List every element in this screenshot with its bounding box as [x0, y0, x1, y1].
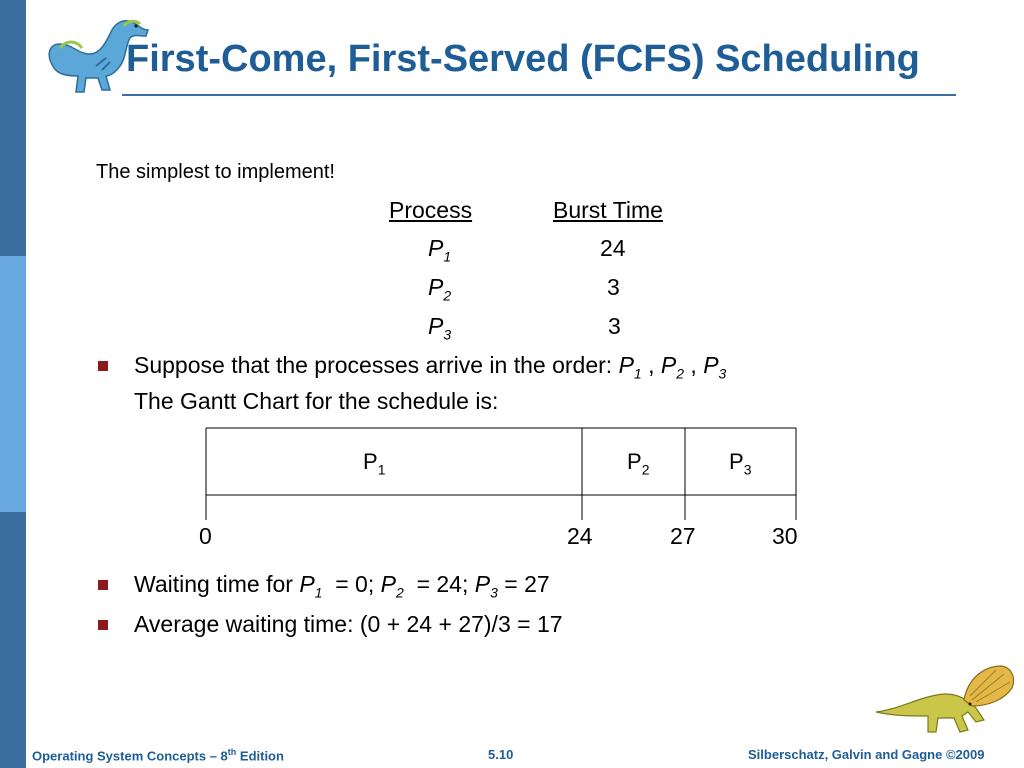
- gantt-block-label: P3: [729, 449, 752, 478]
- title-underline: [122, 94, 956, 96]
- intro-text: The simplest to implement!: [96, 161, 335, 183]
- gantt-time-tick: 0: [199, 523, 212, 549]
- gantt-time-tick: 24: [567, 523, 593, 549]
- average-waiting-time-text: Average waiting time: (0 + 24 + 27)/3 = …: [134, 611, 563, 637]
- footer-copyright: Silberschatz, Galvin and Gagne ©2009: [748, 747, 985, 762]
- process-name: P2: [428, 274, 452, 304]
- process-name: P1: [428, 235, 452, 265]
- dinosaur-frill-icon: [875, 665, 1015, 733]
- gantt-time-tick: 27: [670, 523, 696, 549]
- side-bar-highlight: [0, 256, 26, 512]
- burst-time-value: 24: [600, 235, 626, 261]
- bullet-marker: [98, 361, 108, 371]
- burst-time-column-header: Burst Time: [553, 197, 663, 223]
- gantt-time-tick: 30: [772, 523, 798, 549]
- process-column-header: Process: [389, 197, 473, 223]
- slide-title: First-Come, First-Served (FCFS) Scheduli…: [126, 38, 920, 80]
- waiting-time-text: Waiting time for P1 = 0; P2 = 24; P3 = 2…: [134, 571, 550, 601]
- burst-time-value: 3: [607, 274, 620, 300]
- bullet-marker: [98, 620, 108, 630]
- process-name: P3: [428, 313, 452, 343]
- dinosaur-logo-icon: [48, 19, 150, 93]
- gantt-block-label: P1: [363, 449, 386, 478]
- side-bar: [0, 0, 26, 768]
- footer-page-number: 5.10: [488, 747, 514, 762]
- burst-time-value: 3: [608, 313, 621, 339]
- arrival-order-text: Suppose that the processes arrive in the…: [134, 352, 727, 414]
- bullet-marker: [98, 580, 108, 590]
- footer-book-title: Operating System Concepts – 8th Edition: [32, 747, 284, 764]
- gantt-block-label: P2: [627, 449, 650, 478]
